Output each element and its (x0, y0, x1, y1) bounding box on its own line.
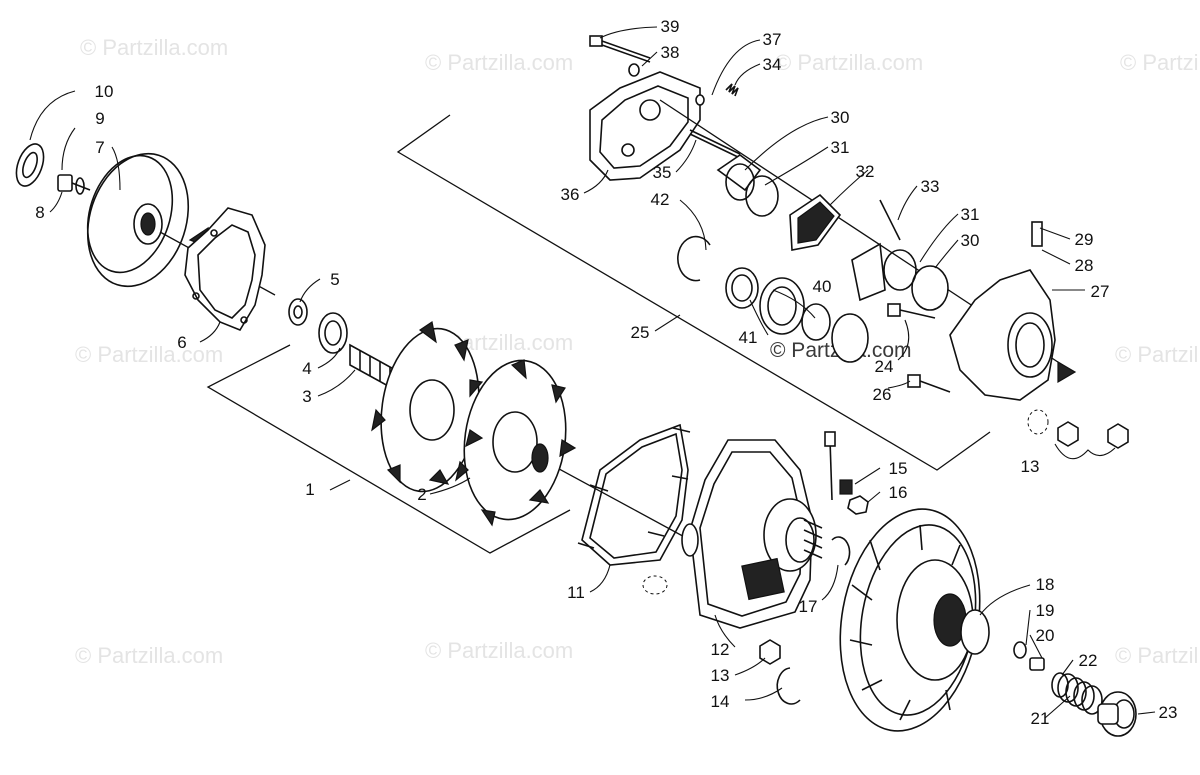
washer-bolt-spring-part (1013, 641, 1103, 715)
callout-label: 38 (661, 43, 680, 62)
callout-label: 41 (739, 328, 758, 347)
callout-label: 35 (653, 163, 672, 182)
snap-ring-part (776, 536, 851, 705)
callout-label: 14 (711, 692, 730, 711)
callout-label: 31 (961, 205, 980, 224)
callout-label: 8 (35, 203, 44, 222)
callout-label: 25 (631, 323, 650, 342)
housing-bolt-part (887, 303, 951, 393)
callout-label: 39 (661, 17, 680, 36)
callout-label: 3 (302, 387, 311, 406)
chaincase-housing-part (681, 431, 836, 629)
callout-label: 1 (305, 480, 314, 499)
ring-bearing-part (677, 235, 869, 363)
callout-label: 4 (302, 359, 311, 378)
callout-label: 31 (831, 138, 850, 157)
bracket-assembly-1 (206, 344, 571, 554)
callout-label: 34 (763, 55, 782, 74)
watermark: © Partzilla.com (425, 638, 573, 663)
callout-label: 30 (831, 108, 850, 127)
drive-sprocket-part (371, 321, 577, 527)
callout-label: 2 (417, 485, 426, 504)
callout-label: 21 (1031, 709, 1050, 728)
nut-part (759, 409, 1129, 665)
callout-label: 16 (889, 483, 908, 502)
callout-label: 10 (95, 82, 114, 101)
callout-label: 5 (330, 270, 339, 289)
watermark: © Partzilla.com (1115, 342, 1200, 367)
callout-label: 19 (1036, 601, 1055, 620)
watermark: © Partzilla.com (75, 643, 223, 668)
watermark: © Partzilla.com (80, 35, 228, 60)
callout-label: 32 (856, 162, 875, 181)
callout-label: 37 (763, 30, 782, 49)
bushing-ring-part (716, 154, 949, 311)
drive-pulley-part (839, 508, 990, 732)
bearing-part (318, 312, 348, 354)
cover-plate-part (184, 207, 266, 331)
watermark: © Partzilla.com (425, 50, 573, 75)
bolt-washer-part (57, 174, 91, 195)
leader-lines (29, 26, 1156, 719)
washer-part (288, 298, 308, 326)
watermark: © Partzilla.com (1120, 50, 1200, 75)
gasket-part (577, 423, 691, 595)
bracket-bolt-part (839, 479, 869, 515)
callout-label: 29 (1075, 230, 1094, 249)
callout-label: 13 (711, 666, 730, 685)
watermark: © Partzilla.com (75, 342, 223, 367)
watermark: © Partzilla.com (775, 50, 923, 75)
parts-layer (15, 35, 1137, 737)
sheave-pulley-part (86, 152, 276, 296)
callout-label: 42 (651, 190, 670, 209)
callout-label: 24 (875, 357, 894, 376)
retaining-ring-part (15, 143, 45, 187)
callout-label: 33 (921, 177, 940, 196)
callout-label: 26 (873, 385, 892, 404)
callout-label: 27 (1091, 282, 1110, 301)
callout-label: 40 (813, 277, 832, 296)
callout-label: 11 (567, 583, 585, 602)
callout-label: 22 (1079, 651, 1098, 670)
callout-label: 18 (1036, 575, 1055, 594)
callout-label: 15 (889, 459, 908, 478)
brake-housing-part (949, 221, 1077, 401)
watermark: © Partzilla.com (1115, 643, 1200, 668)
callout-label: 28 (1075, 256, 1094, 275)
callout-label: 36 (561, 185, 580, 204)
callout-layer: 1 2 3 4 5 6 7 8 9 10 11 12 13 13 14 15 1… (35, 17, 1177, 728)
callout-label: 12 (711, 640, 730, 659)
brake-pad-part (789, 193, 901, 302)
callout-label: 17 (799, 597, 818, 616)
callout-label: 13 (1021, 457, 1040, 476)
top-bolt-part (589, 35, 651, 77)
watermark-layer: © Partzilla.com © Partzilla.com © Partzi… (75, 35, 1200, 668)
callout-label: 6 (177, 333, 186, 352)
group-brackets (206, 114, 991, 554)
callout-label: 9 (95, 109, 104, 128)
cap-part (1097, 691, 1137, 737)
spring-pin-part (689, 83, 741, 159)
callout-label: 23 (1159, 703, 1178, 722)
callout-label: 20 (1036, 626, 1055, 645)
bracket-assembly-25 (396, 114, 991, 471)
callout-label: 30 (961, 231, 980, 250)
callout-label: 7 (95, 138, 104, 157)
